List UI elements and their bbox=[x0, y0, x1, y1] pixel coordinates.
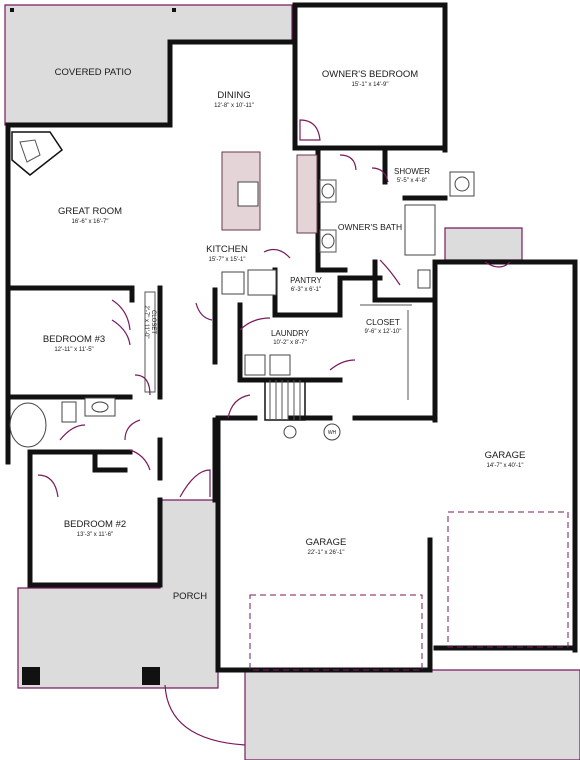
room-name-kitchen: KITCHEN bbox=[206, 244, 248, 255]
exterior-slabs bbox=[4, 4, 580, 760]
room-name-garage-main: GARAGE bbox=[306, 537, 347, 548]
room-name-covered-patio: COVERED PATIO bbox=[55, 67, 132, 78]
room-name-great-room: GREAT ROOM bbox=[58, 206, 122, 217]
porch-walk-arc bbox=[164, 684, 246, 746]
garage-door-right bbox=[447, 511, 569, 648]
room-dims-shower: 5'-5" x 4'-8" bbox=[397, 178, 427, 184]
walls bbox=[5, 2, 578, 673]
room-name-closet: CLOSET bbox=[366, 317, 400, 327]
room-dims-dining: 12'-8" x 10'-11" bbox=[214, 103, 254, 109]
vanity-sink bbox=[319, 179, 337, 203]
room-dims-bedroom2: 13'-3" x 11'-6" bbox=[77, 532, 113, 538]
room-name-shower: SHOWER bbox=[394, 167, 430, 176]
room-dims-owners-bedroom: 15'-1" x 14'-9" bbox=[352, 82, 389, 88]
room-dims-garage-main: 22'-1" x 26'-1" bbox=[308, 550, 345, 556]
garage-doors bbox=[249, 511, 569, 671]
patio-post bbox=[172, 8, 176, 12]
room-name-bedroom3: BEDROOM #3 bbox=[43, 334, 105, 345]
water-heater-label: WH bbox=[328, 430, 337, 436]
driveway-slab bbox=[244, 669, 580, 760]
room-name-porch: PORCH bbox=[173, 591, 207, 602]
water-heater bbox=[323, 423, 341, 441]
room-name-closet-small: CLOSET bbox=[150, 310, 156, 334]
room-dims-bedroom3: 12'-11" x 11'-5" bbox=[54, 347, 93, 353]
closet-small-label: CLOSET 2'-7" x 11'-0" bbox=[143, 305, 156, 338]
room-dims-closet-small: 2'-7" x 11'-0" bbox=[143, 305, 149, 338]
porch-post bbox=[22, 667, 40, 685]
room-name-garage-right: GARAGE bbox=[485, 450, 526, 461]
kitchen-sink bbox=[237, 181, 259, 207]
toilet bbox=[61, 401, 77, 423]
posts bbox=[10, 8, 176, 685]
kitchen-counter bbox=[296, 154, 318, 234]
furnace bbox=[283, 425, 297, 439]
room-name-laundry: LAUNDRY bbox=[271, 329, 310, 338]
bathtub bbox=[9, 402, 47, 448]
cabinetry bbox=[9, 131, 475, 448]
porch-post bbox=[142, 667, 160, 685]
range bbox=[221, 271, 245, 295]
fireplace bbox=[11, 131, 64, 176]
room-labels: COVERED PATIO DINING 12'-8" x 10'-11" OW… bbox=[43, 67, 525, 602]
room-dims-laundry: 10'-2" x 8'-7" bbox=[273, 340, 307, 346]
room-name-bedroom2: BEDROOM #2 bbox=[64, 519, 126, 530]
doors bbox=[37, 119, 511, 498]
stairs bbox=[264, 379, 306, 421]
side-patio-slab bbox=[444, 227, 523, 261]
garage-door-2car bbox=[249, 594, 423, 671]
room-name-owners-bath: OWNER'S BATH bbox=[338, 222, 402, 232]
room-name-dining: DINING bbox=[217, 90, 250, 101]
room-dims-great-room: 16'-6" x 16'-7" bbox=[72, 219, 109, 225]
room-name-pantry: PANTRY bbox=[290, 276, 322, 285]
room-dims-closet: 9'-6" x 12'-10" bbox=[365, 329, 402, 335]
room-dims-pantry: 6'-3" x 6'-1" bbox=[291, 287, 321, 293]
washer bbox=[244, 354, 266, 376]
refrigerator bbox=[247, 269, 277, 296]
dryer bbox=[269, 354, 291, 376]
room-dims-kitchen: 15'-7" x 15'-1" bbox=[209, 257, 246, 263]
room-dims-garage-right: 14'-7" x 40'-1" bbox=[487, 463, 524, 469]
bathtub bbox=[404, 204, 436, 256]
room-name-owners-bedroom: OWNER'S BEDROOM bbox=[322, 69, 418, 80]
toilet bbox=[417, 269, 431, 289]
patio-post bbox=[10, 8, 14, 12]
vanity-sink bbox=[319, 229, 337, 253]
